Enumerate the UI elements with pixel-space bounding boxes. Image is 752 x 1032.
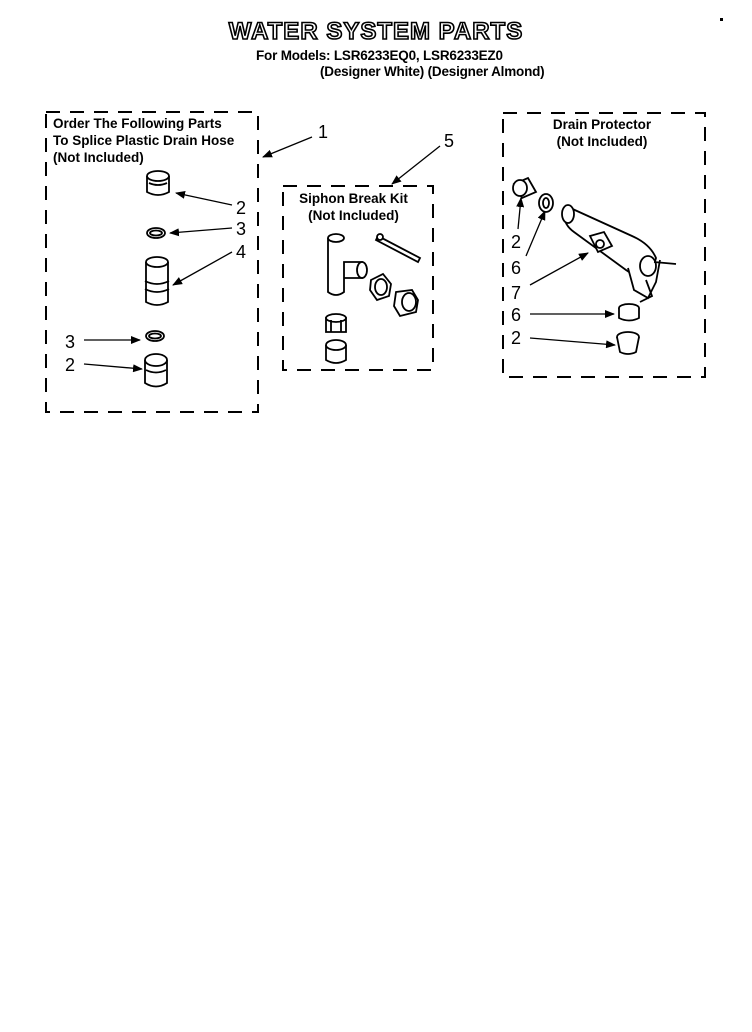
callout-g3-7: 7	[511, 283, 522, 303]
group-drain-protector-label: Drain Protector (Not Included)	[532, 116, 672, 150]
group-hose-splice-label: Order The Following Parts To Splice Plas…	[53, 115, 234, 166]
siphon-cap	[325, 339, 347, 364]
group-drain-protector-border	[502, 112, 706, 378]
callout-g1-3: 3	[236, 219, 247, 239]
leader-g3-7	[529, 252, 589, 286]
label-line: To Splice Plastic Drain Hose	[53, 133, 235, 148]
label-line: (Not Included)	[53, 150, 144, 165]
leader-g1-3	[169, 227, 233, 237]
clamp-ring-bottom	[145, 330, 165, 342]
label-line: (Not Included)	[556, 134, 648, 149]
tie-strap	[374, 233, 422, 264]
leader-g3-2	[516, 197, 525, 230]
leader-g3-6	[525, 210, 546, 257]
finish-line: (Designer White) (Designer Almond)	[320, 64, 545, 79]
drain-protector-body	[561, 204, 677, 303]
callout-g3-6b: 6	[511, 305, 522, 325]
label-line: Order The Following Parts	[53, 116, 222, 131]
label-line: Drain Protector	[552, 117, 652, 132]
leader-5	[391, 145, 441, 185]
leader-1	[262, 136, 313, 158]
page-title: WATER SYSTEM PARTS	[228, 17, 524, 46]
siphon-nut	[369, 272, 392, 302]
leader-g1-4	[172, 251, 233, 286]
callout-g1-2b: 2	[65, 355, 76, 375]
callout-1: 1	[318, 122, 329, 142]
callout-g3-2b: 2	[511, 328, 522, 348]
drain-protector-parts	[512, 176, 677, 355]
leader-g1-2	[175, 190, 233, 206]
callout-5: 5	[444, 131, 455, 151]
siphon-break-parts	[325, 233, 422, 364]
callout-g3-2: 2	[511, 232, 522, 252]
clamp-ring-top	[146, 227, 166, 239]
group-hose-splice-border	[45, 111, 259, 413]
leader-g1-2b	[83, 363, 143, 373]
siphon-nut-lower	[325, 313, 347, 333]
drain-adapter-top	[512, 176, 538, 200]
siphon-adapter	[393, 289, 419, 318]
drain-adapter-bottom	[616, 331, 640, 355]
label-line: Siphon Break Kit	[299, 191, 408, 206]
group-siphon-border	[282, 185, 434, 371]
drain-nut-bottom	[618, 303, 640, 322]
connector-tube	[144, 256, 170, 306]
models-line: For Models: LSR6233EQ0, LSR6233EZ0	[256, 48, 503, 63]
hose-splice-parts	[144, 170, 170, 388]
hose-adapter-top	[146, 170, 170, 196]
leader-g3-2b	[529, 337, 616, 349]
callout-g3-6: 6	[511, 258, 522, 278]
group-siphon-label: Siphon Break Kit (Not Included)	[296, 190, 411, 224]
siphon-tee	[327, 233, 368, 296]
label-line: (Not Included)	[308, 208, 399, 223]
scan-speck	[720, 18, 723, 21]
callout-g1-3b: 3	[65, 332, 76, 352]
drain-nut-top	[538, 193, 554, 213]
callout-g1-4: 4	[236, 242, 247, 262]
hose-adapter-bottom	[144, 353, 168, 388]
callout-g1-2: 2	[236, 198, 247, 218]
